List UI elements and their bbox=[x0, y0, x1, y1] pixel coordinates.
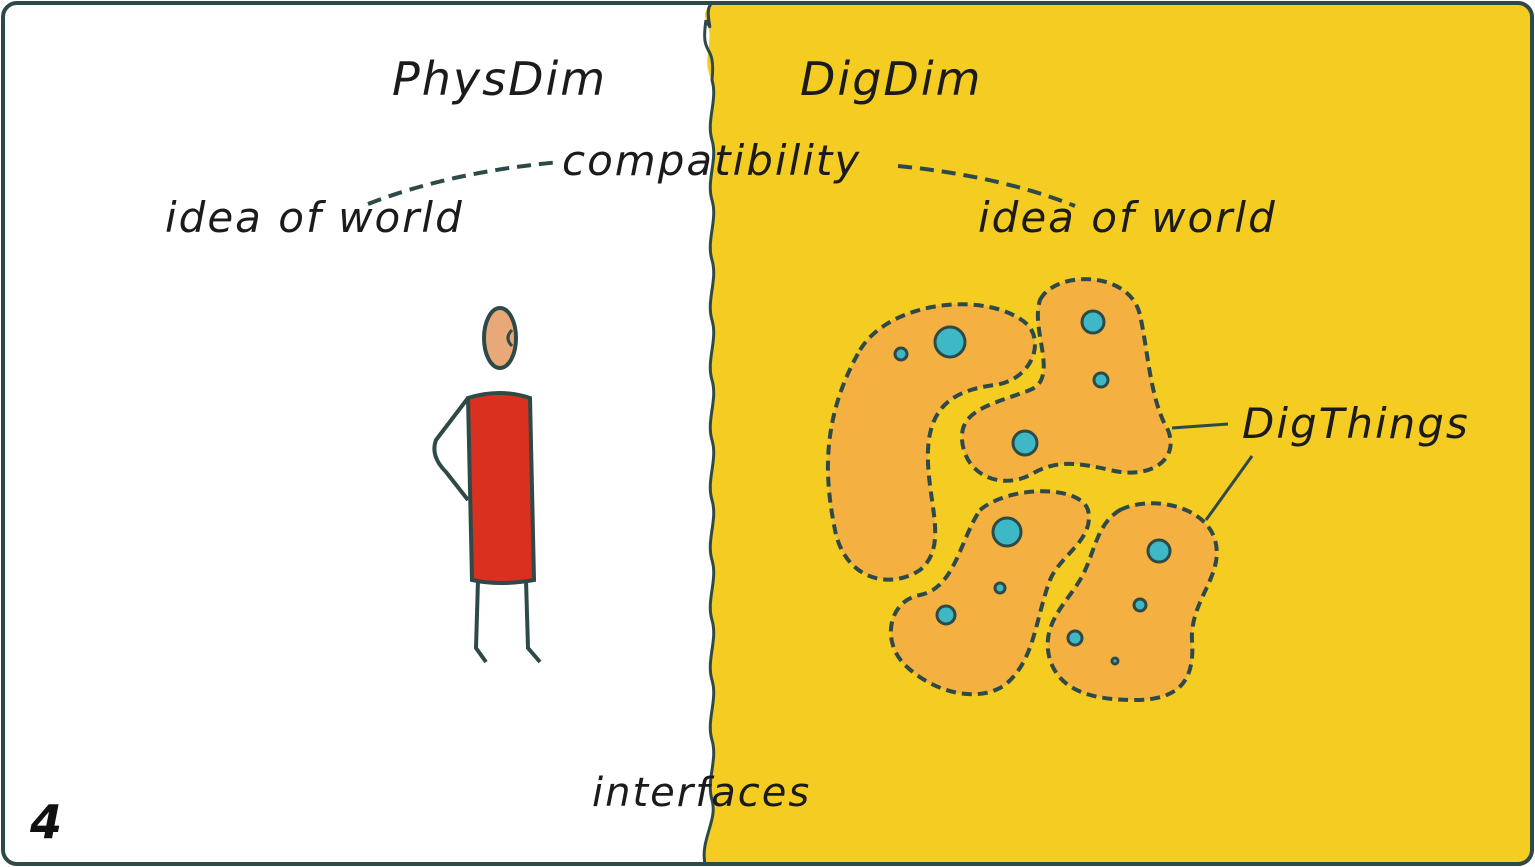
dot bbox=[1148, 540, 1170, 562]
physdim-idea-label: idea of world bbox=[165, 193, 464, 242]
interfaces-label: interfaces bbox=[592, 770, 811, 816]
physdim-region bbox=[3, 3, 713, 863]
dot bbox=[1013, 431, 1037, 455]
person-body bbox=[468, 393, 534, 583]
dot bbox=[995, 583, 1005, 593]
compatibility-label: compatibility bbox=[562, 136, 861, 185]
dot bbox=[935, 327, 965, 357]
dot bbox=[895, 348, 907, 360]
person-head bbox=[484, 308, 516, 368]
dot bbox=[1134, 599, 1146, 611]
physdim-title: PhysDim bbox=[392, 52, 607, 106]
digthings-label: DigThings bbox=[1242, 399, 1470, 448]
panel-number: 4 bbox=[29, 795, 62, 849]
dot bbox=[1082, 311, 1104, 333]
dot bbox=[993, 518, 1021, 546]
digdim-idea-label: idea of world bbox=[978, 193, 1277, 242]
dot bbox=[937, 606, 955, 624]
dot bbox=[1068, 631, 1082, 645]
dot bbox=[1094, 373, 1108, 387]
dot bbox=[1112, 658, 1118, 664]
digdim-title: DigDim bbox=[800, 52, 982, 106]
